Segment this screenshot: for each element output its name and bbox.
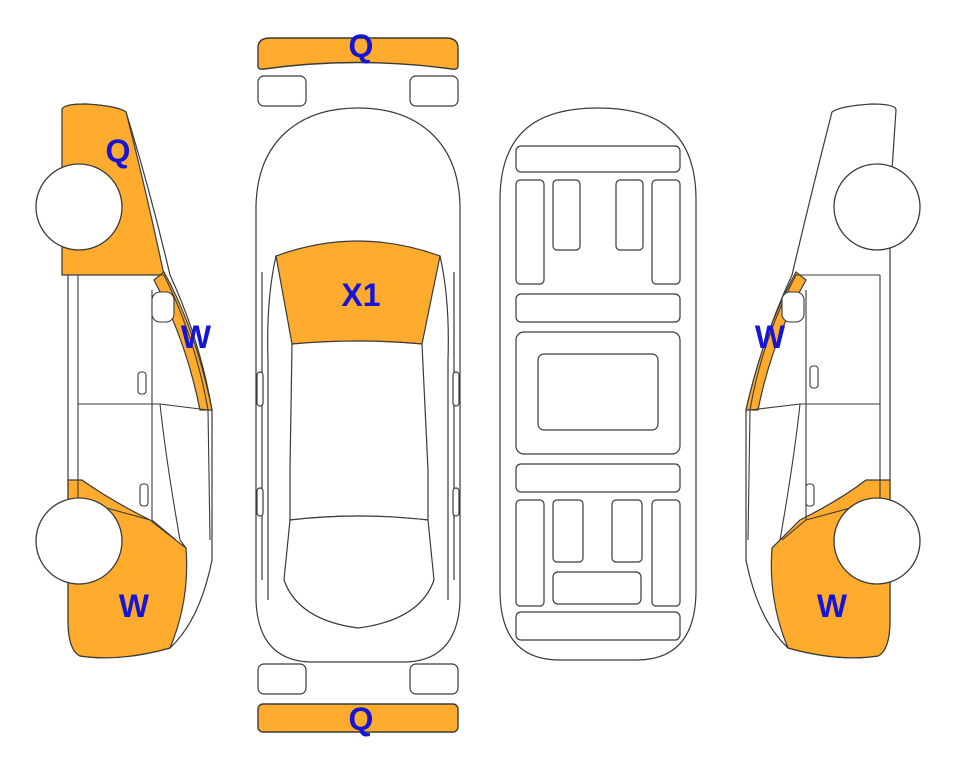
underbody-rear-left-inner[interactable] xyxy=(552,499,584,563)
label-right-a-pillar: W xyxy=(755,319,786,355)
label-left-rear-quarter: W xyxy=(119,588,150,624)
right-door-lines xyxy=(747,274,881,549)
right-front-door-handle[interactable] xyxy=(809,365,819,389)
damage-labels: Q Q X1 Q W W W W xyxy=(106,28,848,737)
label-rear-bumper: Q xyxy=(349,701,374,737)
front-right-headlight[interactable] xyxy=(409,75,459,107)
front-bumper-panel[interactable] xyxy=(257,37,459,70)
underbody-rear-right-rail[interactable] xyxy=(651,499,681,607)
right-mirror-top[interactable] xyxy=(452,371,460,407)
left-front-wheel[interactable] xyxy=(35,163,123,251)
left-mirror-top[interactable] xyxy=(256,371,264,407)
left-front-door-handle[interactable] xyxy=(137,371,147,395)
underbody-mid-crossmember[interactable] xyxy=(515,293,681,323)
underbody-front-left-inner[interactable] xyxy=(552,179,581,251)
left-rear-handle-top xyxy=(256,487,264,517)
left-rear-wheel[interactable] xyxy=(35,497,123,585)
underbody-spare-well[interactable] xyxy=(552,571,642,605)
underbody-rear-left-rail[interactable] xyxy=(515,499,545,607)
rear-bumper xyxy=(257,663,459,733)
front-left-headlight[interactable] xyxy=(257,75,307,107)
front-bumper xyxy=(257,37,459,107)
right-front-wheel[interactable] xyxy=(833,163,921,251)
rear-right-taillight[interactable] xyxy=(409,663,459,695)
underbody-center-tunnel[interactable] xyxy=(537,353,659,431)
right-mirror[interactable] xyxy=(781,291,805,323)
right-rear-wheel[interactable] xyxy=(833,497,921,585)
rear-window[interactable] xyxy=(283,515,435,629)
label-front-bumper: Q xyxy=(349,28,374,64)
underbody-rear-crossmember[interactable] xyxy=(515,463,681,493)
right-rear-handle-top xyxy=(452,487,460,517)
underbody-rear-apron[interactable] xyxy=(515,611,681,641)
underbody-front-crossmember[interactable] xyxy=(515,145,681,173)
label-right-rear-quarter: W xyxy=(817,588,848,624)
car-left-side-view xyxy=(35,103,213,659)
rear-left-taillight[interactable] xyxy=(257,663,307,695)
roof-outline[interactable] xyxy=(289,340,429,521)
left-rear-door-handle[interactable] xyxy=(139,483,149,507)
car-underbody-view xyxy=(499,107,697,661)
label-left-front-fender: Q xyxy=(106,133,131,169)
label-windshield: X1 xyxy=(341,277,380,313)
underbody-front-right-inner[interactable] xyxy=(615,179,644,251)
car-top-view xyxy=(255,107,461,663)
label-left-a-pillar: W xyxy=(181,319,212,355)
underbody-front-left-rail[interactable] xyxy=(515,179,545,285)
car-right-side-view xyxy=(745,103,921,659)
hood-line-right xyxy=(439,255,449,600)
right-rear-door-handle[interactable] xyxy=(805,483,815,507)
underbody-front-right-rail[interactable] xyxy=(651,179,681,285)
left-mirror[interactable] xyxy=(151,291,175,323)
underbody-rear-right-inner[interactable] xyxy=(611,499,643,563)
rear-bumper-panel[interactable] xyxy=(257,703,459,733)
hood-line-left xyxy=(267,255,277,600)
